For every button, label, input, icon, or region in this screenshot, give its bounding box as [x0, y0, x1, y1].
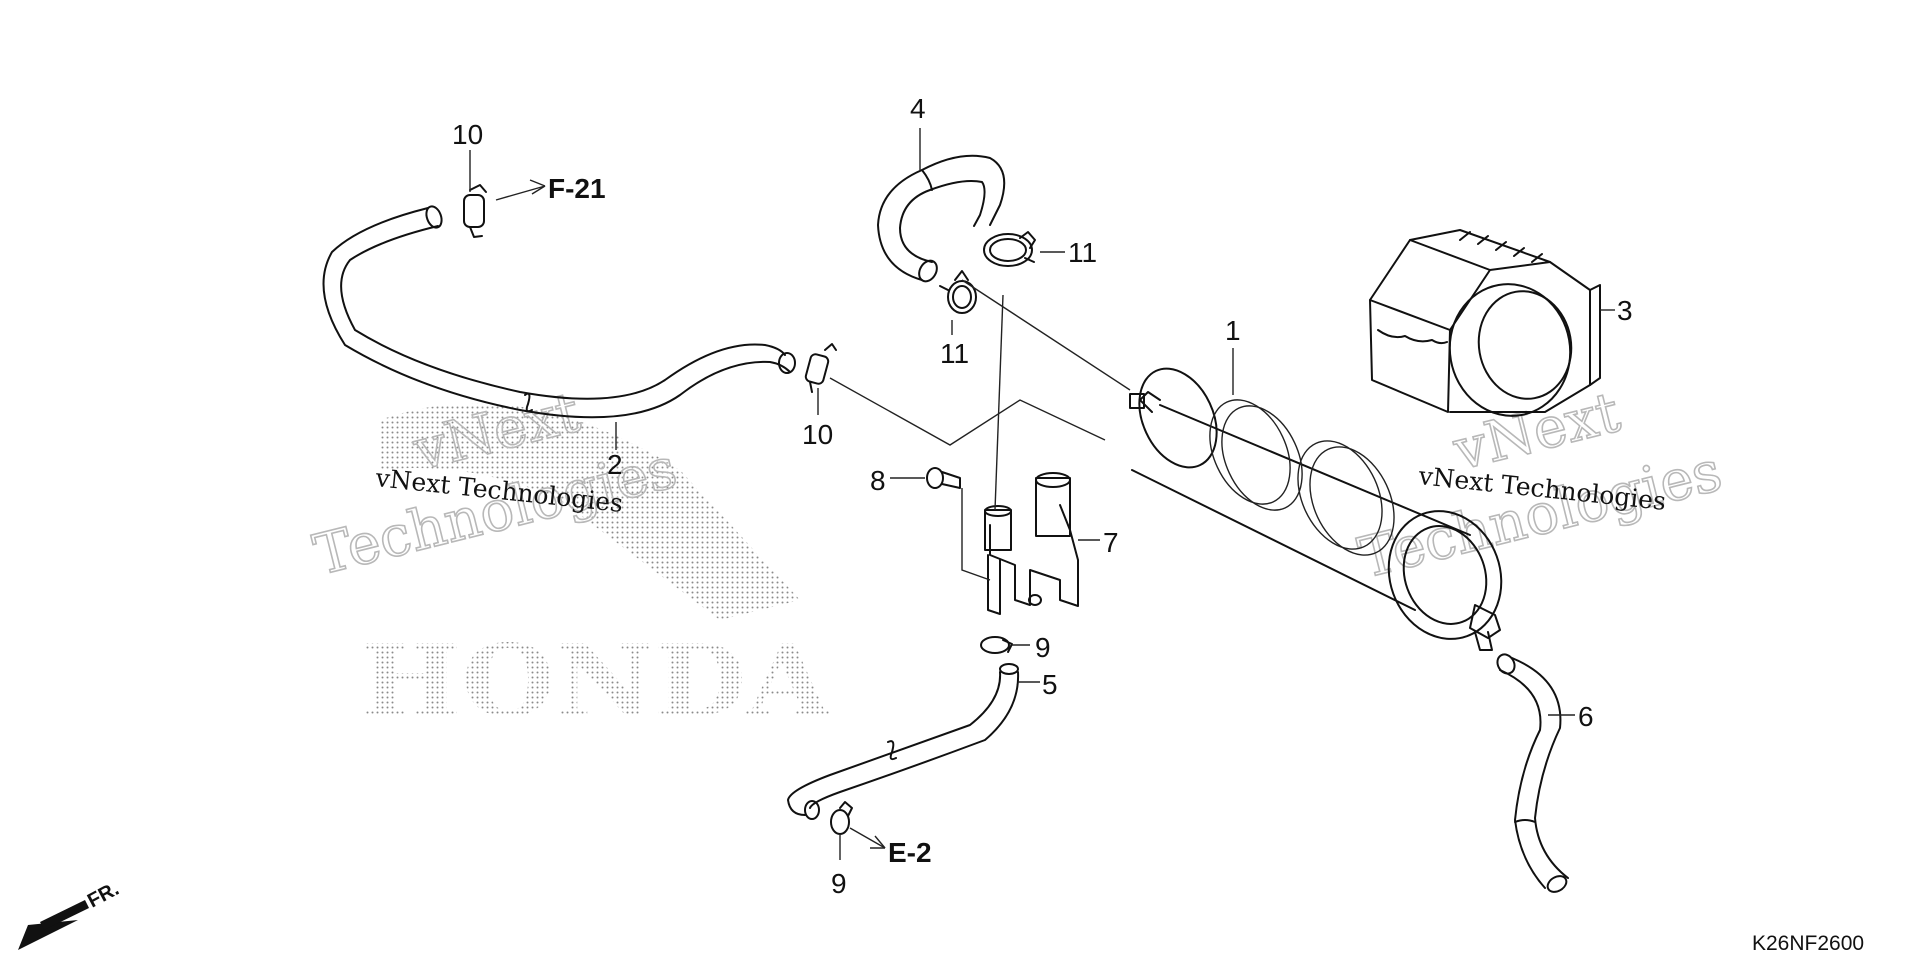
bolt-part-8 [926, 467, 961, 489]
hose-part-2 [322, 205, 796, 419]
front-label: FR. [84, 878, 123, 913]
clamp-part-11-lower [939, 270, 977, 314]
hose-part-4 [877, 154, 1006, 283]
leader-lines [469, 128, 1615, 860]
clamp-part-11-upper [983, 231, 1036, 267]
callout-3: 3 [1617, 295, 1633, 326]
callout-9-lower: 9 [831, 868, 847, 899]
clamp-part-9-upper [980, 636, 1013, 654]
canister-part-1 [1129, 367, 1503, 651]
callout-5: 5 [1042, 669, 1058, 700]
watermark-left: HONDA vNext Technologies vNext Technolog… [307, 379, 832, 739]
callout-8: 8 [870, 465, 886, 496]
honda-brand-watermark: HONDA [360, 624, 832, 739]
callout-1: 1 [1225, 315, 1241, 346]
holder-part-3 [1369, 229, 1601, 417]
clamp-part-9-lower [830, 801, 853, 835]
reference-f21[interactable]: F-21 [548, 173, 606, 204]
honda-wing-watermark [380, 403, 800, 620]
callout-10-lower: 10 [802, 419, 833, 450]
callout-6: 6 [1578, 701, 1594, 732]
callout-11-upper: 11 [1068, 237, 1097, 268]
callouts: 1 2 3 4 5 6 7 8 9 9 10 10 11 11 [452, 93, 1633, 899]
callout-10-upper: 10 [452, 119, 483, 150]
clamp-part-10-upper [463, 184, 487, 238]
callout-4: 4 [910, 93, 926, 124]
hose-part-6 [1496, 653, 1569, 893]
callout-9-upper: 9 [1035, 632, 1051, 663]
callout-11-lower: 11 [940, 338, 969, 369]
diagram-code: K26NF2600 [1752, 932, 1864, 955]
clamp-part-10-lower [804, 343, 837, 393]
callout-7: 7 [1103, 527, 1119, 558]
front-arrow-shaft [40, 900, 89, 930]
hose-part-5 [787, 663, 1020, 820]
callout-2: 2 [607, 449, 623, 480]
reference-e2[interactable]: E-2 [888, 837, 932, 868]
front-arrow-icon [18, 920, 78, 950]
valve-part-7 [984, 472, 1079, 615]
front-direction-indicator: FR. [18, 878, 123, 950]
